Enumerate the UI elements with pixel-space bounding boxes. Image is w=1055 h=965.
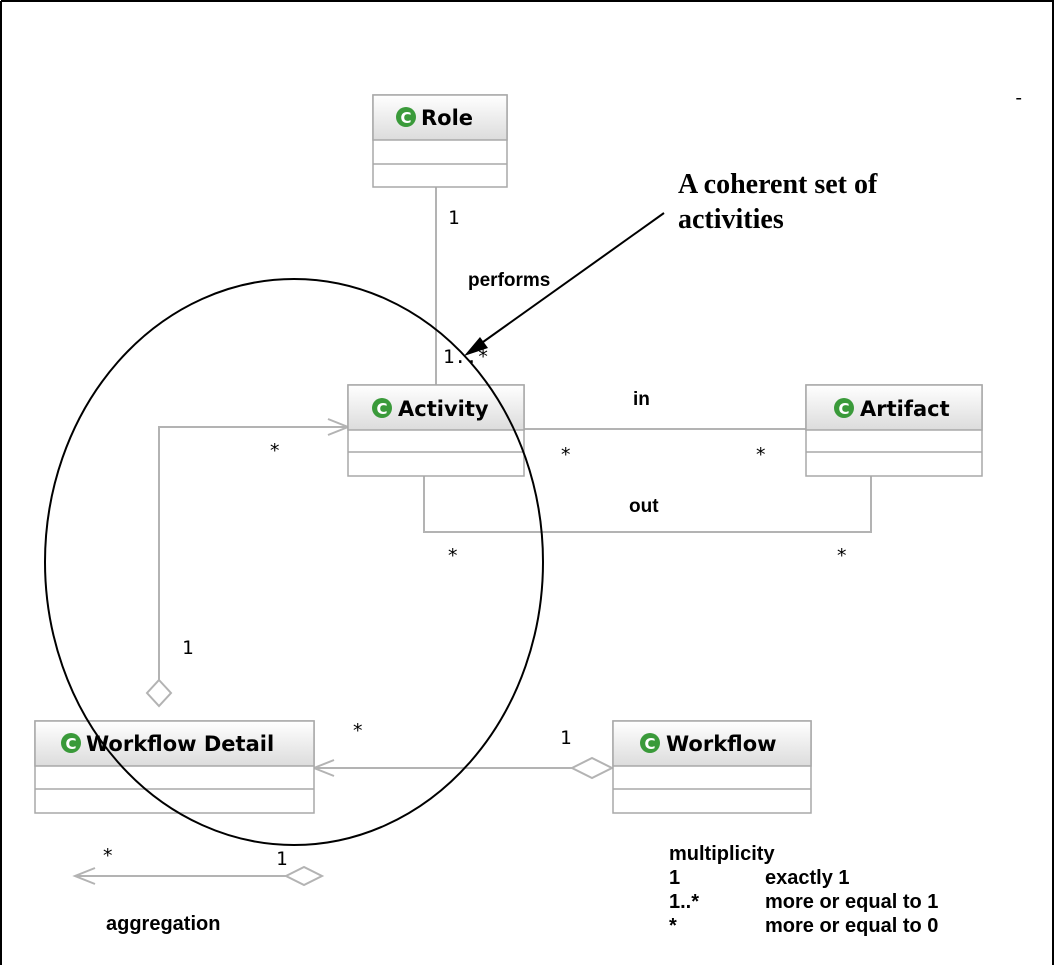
multiplicity-activity-out: *	[447, 545, 458, 567]
multiplicity-workflow-to-detail: 1	[560, 727, 571, 749]
multiplicity-detail-from-workflow: *	[352, 720, 363, 742]
class-icon-letter: C	[838, 400, 849, 418]
class-icon	[640, 733, 660, 753]
annotation-arrowhead	[464, 337, 488, 356]
class-icon	[396, 107, 416, 127]
class-icon	[834, 398, 854, 418]
corner-mark: -	[1013, 87, 1024, 109]
legend-symbol: 1..*	[669, 891, 699, 913]
class-icon-letter: C	[644, 735, 655, 753]
relation-label-performs: performs	[468, 270, 550, 291]
class-icon-letter: C	[400, 109, 411, 127]
detail-activity-aggregation-line	[158, 426, 348, 680]
out-association-line	[423, 476, 872, 533]
coherent-activities-ellipse	[44, 278, 544, 846]
legend-symbol: *	[669, 915, 677, 937]
legend-symbol: 1	[669, 867, 680, 889]
class-icon	[61, 733, 81, 753]
multiplicity-legend: multiplicity 1 exactly 1 1..* more or eq…	[669, 843, 938, 937]
aggregation-notation-example: * 1 aggregation	[72, 845, 325, 935]
multiplicity-activity-from-detail: *	[269, 440, 280, 462]
class-icon-letter: C	[65, 735, 76, 753]
legend-meaning: more or equal to 1	[765, 891, 938, 913]
multiplicity-activity-in: *	[560, 444, 571, 466]
annotation-line-1: A coherent set of	[678, 169, 878, 200]
class-workflow-name: Workflow	[666, 732, 777, 756]
aggregation-example-one: 1	[276, 848, 287, 870]
multiplicity-role-performs: 1	[448, 207, 459, 229]
aggregation-example-label: aggregation	[106, 913, 220, 935]
annotation-arrow-line	[475, 212, 665, 348]
class-activity[interactable]: C Activity	[347, 384, 525, 477]
multiplicity-detail-to-activity: 1	[182, 637, 193, 659]
class-icon	[372, 398, 392, 418]
annotation-line-2: activities	[678, 204, 784, 235]
legend-meaning: exactly 1	[765, 867, 850, 889]
class-artifact-name: Artifact	[860, 397, 950, 421]
class-role-name: Role	[421, 106, 473, 130]
class-workflow-detail[interactable]: C Workflow Detail	[34, 720, 315, 814]
class-workflow[interactable]: C Workflow	[612, 720, 812, 814]
legend-meaning: more or equal to 0	[765, 915, 938, 937]
class-activity-name: Activity	[398, 397, 489, 421]
multiplicity-artifact-out: *	[836, 545, 847, 567]
class-workflow-detail-name: Workflow Detail	[86, 732, 274, 756]
relation-label-out: out	[629, 496, 659, 517]
detail-aggregation-diamond	[145, 678, 173, 708]
class-role[interactable]: C Role	[372, 94, 508, 188]
relation-label-in: in	[633, 389, 650, 410]
multiplicity-artifact-in: *	[755, 444, 766, 466]
class-artifact[interactable]: C Artifact	[805, 384, 983, 477]
legend-title: multiplicity	[669, 843, 775, 865]
workflow-aggregation-diamond	[569, 756, 615, 780]
class-icon-letter: C	[376, 400, 387, 418]
aggregation-example-many: *	[102, 845, 113, 867]
